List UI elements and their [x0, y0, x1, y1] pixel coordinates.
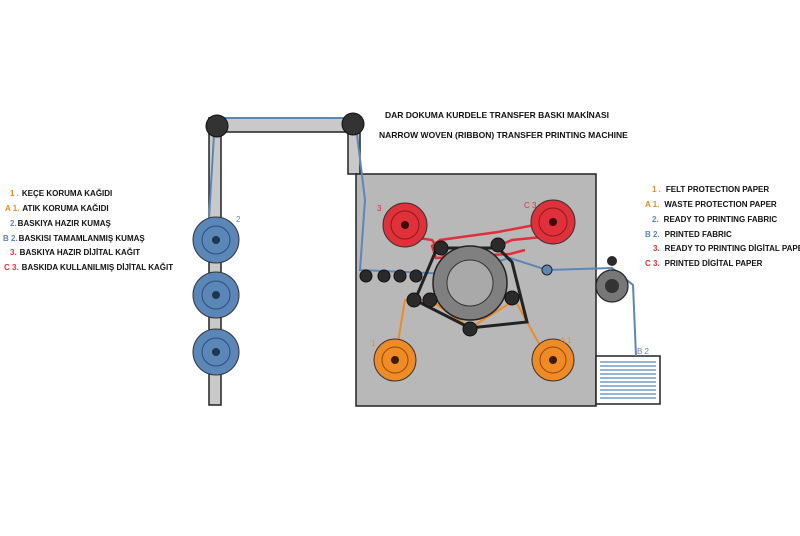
- legend-tr-item-3: 2.BASKIYA HAZIR KUMAŞ: [10, 219, 112, 228]
- legend-en-item-1: 1 .FELT PROTECTION PAPER: [652, 185, 769, 194]
- legend-en-item-4: B 2.PRINTED FABRIC: [645, 230, 732, 239]
- legend-en-item-2: A 1.WASTE PROTECTION PAPER: [645, 200, 777, 209]
- fabric-roll-stack: [192, 216, 240, 376]
- guide-rollers: [359, 237, 520, 337]
- legend-en: 1 .FELT PROTECTION PAPER A 1.WASTE PROTE…: [645, 185, 800, 268]
- heat-drum: [432, 245, 508, 321]
- legend-en-item-5: 3.READY TO PRINTING DİGİTAL PAPER: [653, 244, 800, 253]
- fabric-roll: [192, 328, 240, 376]
- exit-roller-assembly: [595, 256, 629, 303]
- legend-en-item-3: 2.READY TO PRINTING FABRIC: [652, 215, 777, 224]
- tag-fabric-roll: 2: [236, 215, 241, 224]
- tag-digital-paper-out: C 3: [524, 201, 537, 210]
- legend-tr-item-2: A 1.ATIK KORUMA KAĞIDI: [5, 204, 109, 213]
- top-roller-left: [205, 114, 229, 138]
- legend-en-item-6: C 3.PRINTED DİGİTAL PAPER: [645, 259, 763, 268]
- legend-tr: 1 .KEÇE KORUMA KAĞIDI A 1.ATIK KORUMA KA…: [3, 189, 173, 272]
- digital-paper-roll-out: [530, 199, 576, 245]
- tag-digital-paper-in: 3: [377, 204, 382, 213]
- legend-tr-item-5: 3.BASKIYA HAZIR DİJİTAL KAĞIT: [10, 248, 140, 257]
- tag-felt-paper-in: 1: [371, 339, 376, 348]
- legend-tr-item-6: C 3.BASKIDA KULLANILMIŞ DİJİTAL KAĞIT: [4, 263, 173, 272]
- exit-guide-roller: [541, 264, 553, 276]
- felt-paper-roll-in: [373, 338, 417, 382]
- fabric-roll: [192, 216, 240, 264]
- fabric-roll: [192, 271, 240, 319]
- tag-printed-fabric-box: B 2: [637, 347, 650, 356]
- printed-fabric-box: [595, 355, 661, 405]
- title-tr: DAR DOKUMA KURDELE TRANSFER BASKI MAKİNA…: [385, 110, 609, 120]
- top-roller-right: [341, 112, 365, 136]
- felt-paper-roll-out: [531, 338, 575, 382]
- title-en: NARROW WOVEN (RIBBON) TRANSFER PRINTING …: [379, 130, 628, 140]
- tag-felt-paper-out: A 1: [560, 336, 572, 345]
- legend-tr-item-1: 1 .KEÇE KORUMA KAĞIDI: [10, 189, 112, 198]
- digital-paper-roll-in: [382, 202, 428, 248]
- legend-tr-item-4: B 2.BASKISI TAMAMLANMIŞ KUMAŞ: [3, 234, 145, 243]
